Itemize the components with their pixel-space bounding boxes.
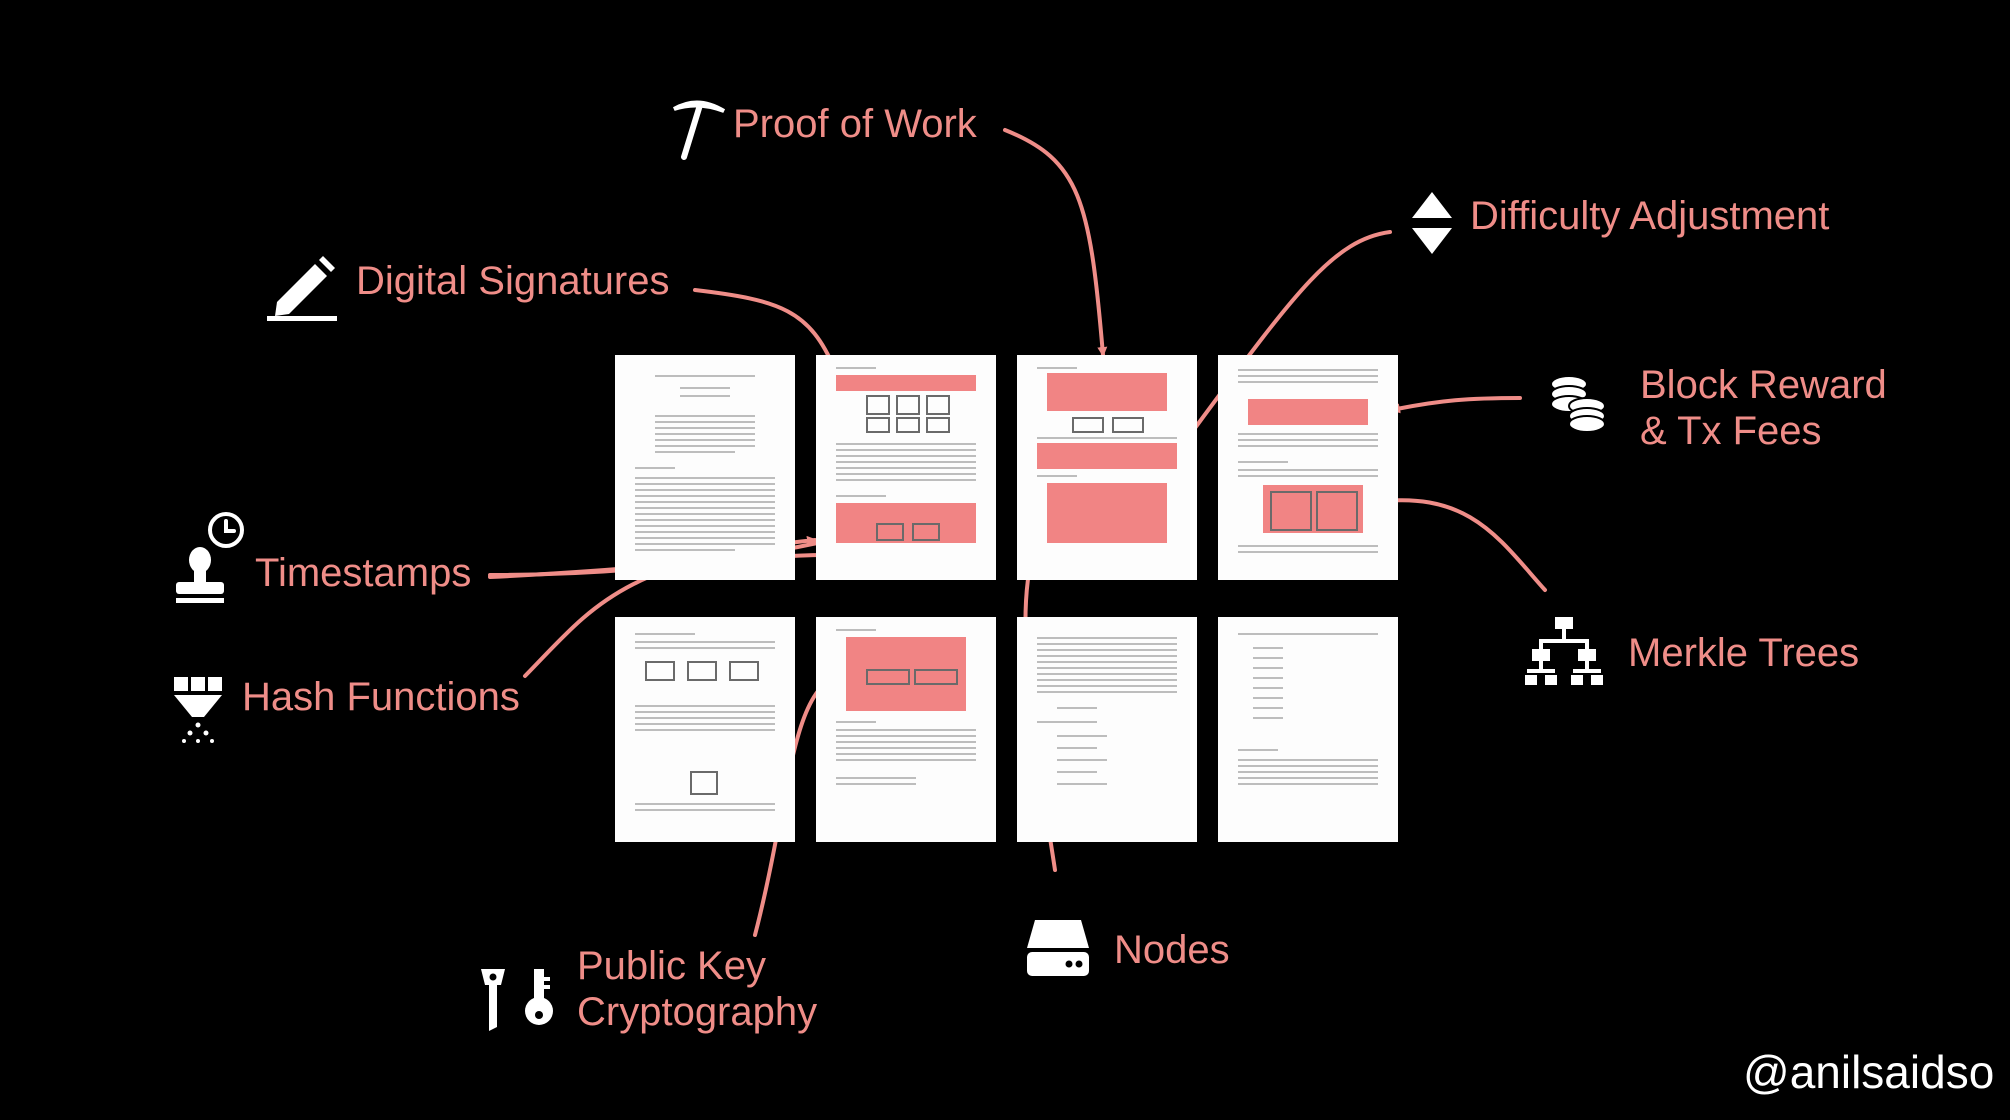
tree-hierarchy-icon — [1525, 617, 1603, 685]
coins-stack-icon — [1550, 375, 1606, 433]
server-icon — [1027, 920, 1089, 976]
arrow-merkle — [1373, 496, 1547, 592]
arrow-difficulty — [1173, 230, 1392, 457]
paper-page-3 — [1017, 355, 1197, 580]
up-down-triangle-icon — [1412, 192, 1452, 254]
label-timestamps: Timestamps — [255, 551, 472, 595]
paper-page-2 — [816, 355, 996, 580]
arrow-digital-signatures — [693, 288, 837, 372]
pen-icon — [267, 256, 337, 321]
label-public-key-line1: Public Key — [577, 944, 766, 988]
stamp-clock-icon — [176, 512, 244, 603]
label-digital-signatures: Digital Signatures — [356, 259, 670, 303]
label-proof-of-work: Proof of Work — [733, 102, 977, 146]
label-block-reward-line2: & Tx Fees — [1640, 409, 1822, 453]
keys-icon — [481, 969, 553, 1031]
author-credit: @anilsaidso — [1743, 1046, 1995, 1098]
arrow-proof-of-work — [1003, 128, 1108, 357]
label-merkle-trees: Merkle Trees — [1628, 631, 1860, 675]
paper-page-8 — [1218, 617, 1398, 842]
label-block-reward-line1: Block Reward — [1640, 363, 1887, 407]
label-public-key-line2: Cryptography — [577, 990, 818, 1034]
label-nodes: Nodes — [1114, 928, 1230, 972]
paper-page-7 — [1017, 617, 1197, 842]
paper-page-6 — [816, 617, 996, 842]
paper-page-5 — [615, 617, 795, 842]
paper-page-4 — [1218, 355, 1398, 580]
pickaxe-icon — [672, 100, 726, 160]
label-hash-functions: Hash Functions — [242, 675, 520, 719]
funnel-icon — [174, 677, 222, 743]
arrow-block-reward — [1390, 396, 1522, 414]
paper-page-1 — [615, 355, 795, 580]
label-difficulty-adjustment: Difficulty Adjustment — [1470, 194, 1830, 238]
